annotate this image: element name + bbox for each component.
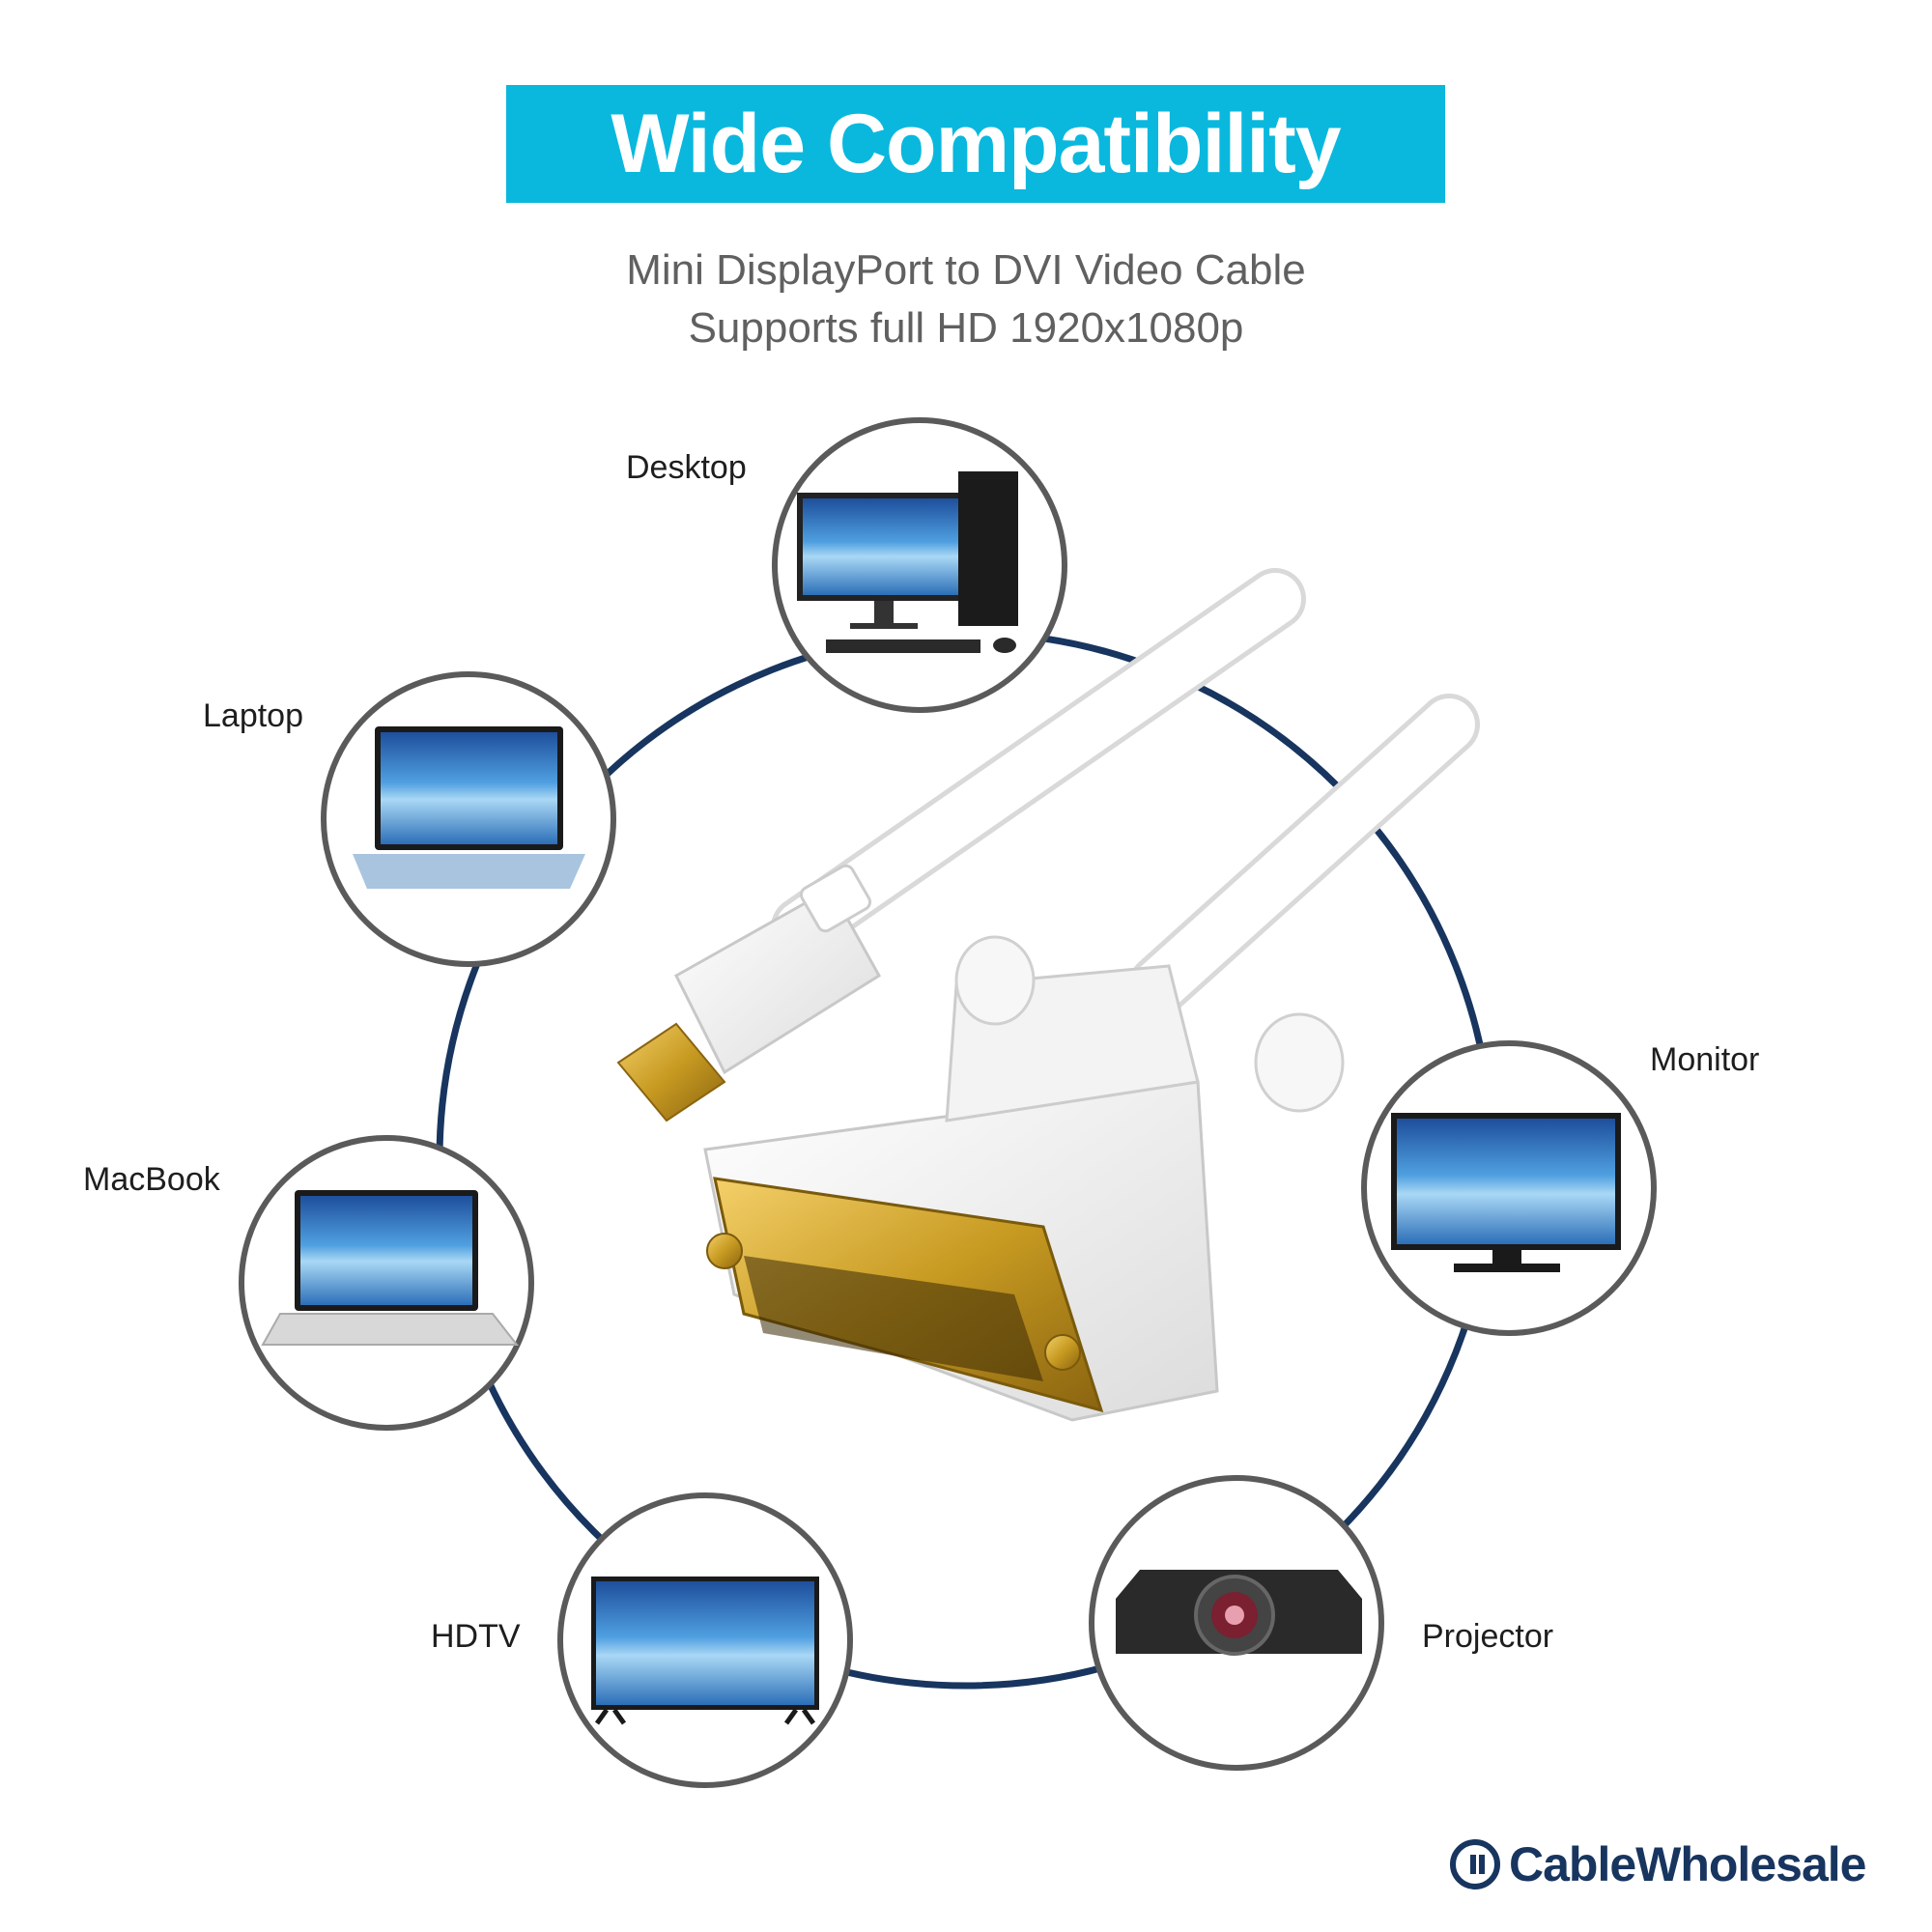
device-circle-laptop [321,671,616,967]
cable-illustration [616,568,1480,1422]
subtitle-line-1: Mini DisplayPort to DVI Video Cable [626,246,1306,294]
dvi-connector [703,935,1345,1422]
device-circle-macbook [239,1135,534,1431]
device-circle-projector [1089,1475,1384,1771]
brand-name: CableWholesale [1509,1837,1866,1891]
mini-displayport-connector [616,864,882,1122]
page-title: Wide Compatibility [611,97,1341,190]
laptop-icon [353,726,585,889]
projector-icon [1116,1570,1362,1656]
cablewholesale-logo-icon [1450,1839,1500,1889]
macbook-icon [261,1190,520,1346]
device-label-monitor: Monitor [1650,1041,1760,1078]
device-label-desktop: Desktop [626,449,747,486]
brand-logo: CableWholesale [1449,1835,1866,1893]
desktop-computer-icon [797,471,1018,653]
hdtv-icon [591,1577,819,1725]
device-circle-monitor [1361,1040,1657,1336]
device-label-projector: Projector [1422,1618,1554,1655]
monitor-icon [1391,1113,1621,1272]
subtitle-line-2: Supports full HD 1920x1080p [688,304,1244,352]
device-label-macbook: MacBook [83,1161,220,1198]
device-circle-desktop [772,417,1067,713]
title-banner: Wide Compatibility [506,85,1445,203]
device-circle-hdtv [557,1492,853,1788]
device-label-hdtv: HDTV [431,1618,521,1655]
device-label-laptop: Laptop [203,697,303,734]
